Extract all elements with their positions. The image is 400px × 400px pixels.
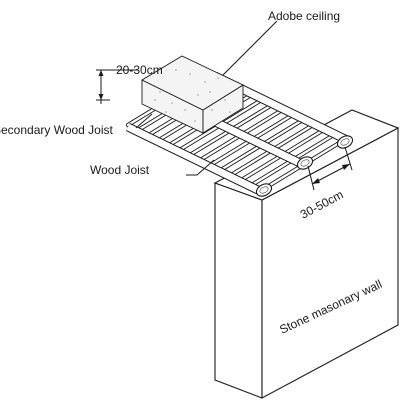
adobe-ceiling-block	[141, 55, 244, 134]
joist-end	[336, 135, 354, 149]
wall-left-face	[214, 182, 263, 399]
thickness-label: 20-30cm	[116, 63, 163, 77]
thickness-dimension	[96, 69, 138, 104]
secondary-joist-label: Secondary Wood Joist	[0, 123, 114, 137]
wood-joist-leader	[186, 159, 215, 176]
joist-end	[296, 156, 314, 170]
secondary-joist-leader	[135, 113, 153, 129]
wood-joist-label: Wood Joist	[90, 163, 150, 177]
adobe-ceiling-label: Adobe ceiling	[268, 9, 340, 23]
joist-end	[255, 183, 273, 197]
adobe-top-face	[141, 55, 244, 111]
spacing-dimension	[307, 146, 353, 191]
adobe-texture	[154, 69, 231, 122]
main-wood-joist	[126, 122, 264, 197]
adobe-leader	[222, 20, 278, 76]
